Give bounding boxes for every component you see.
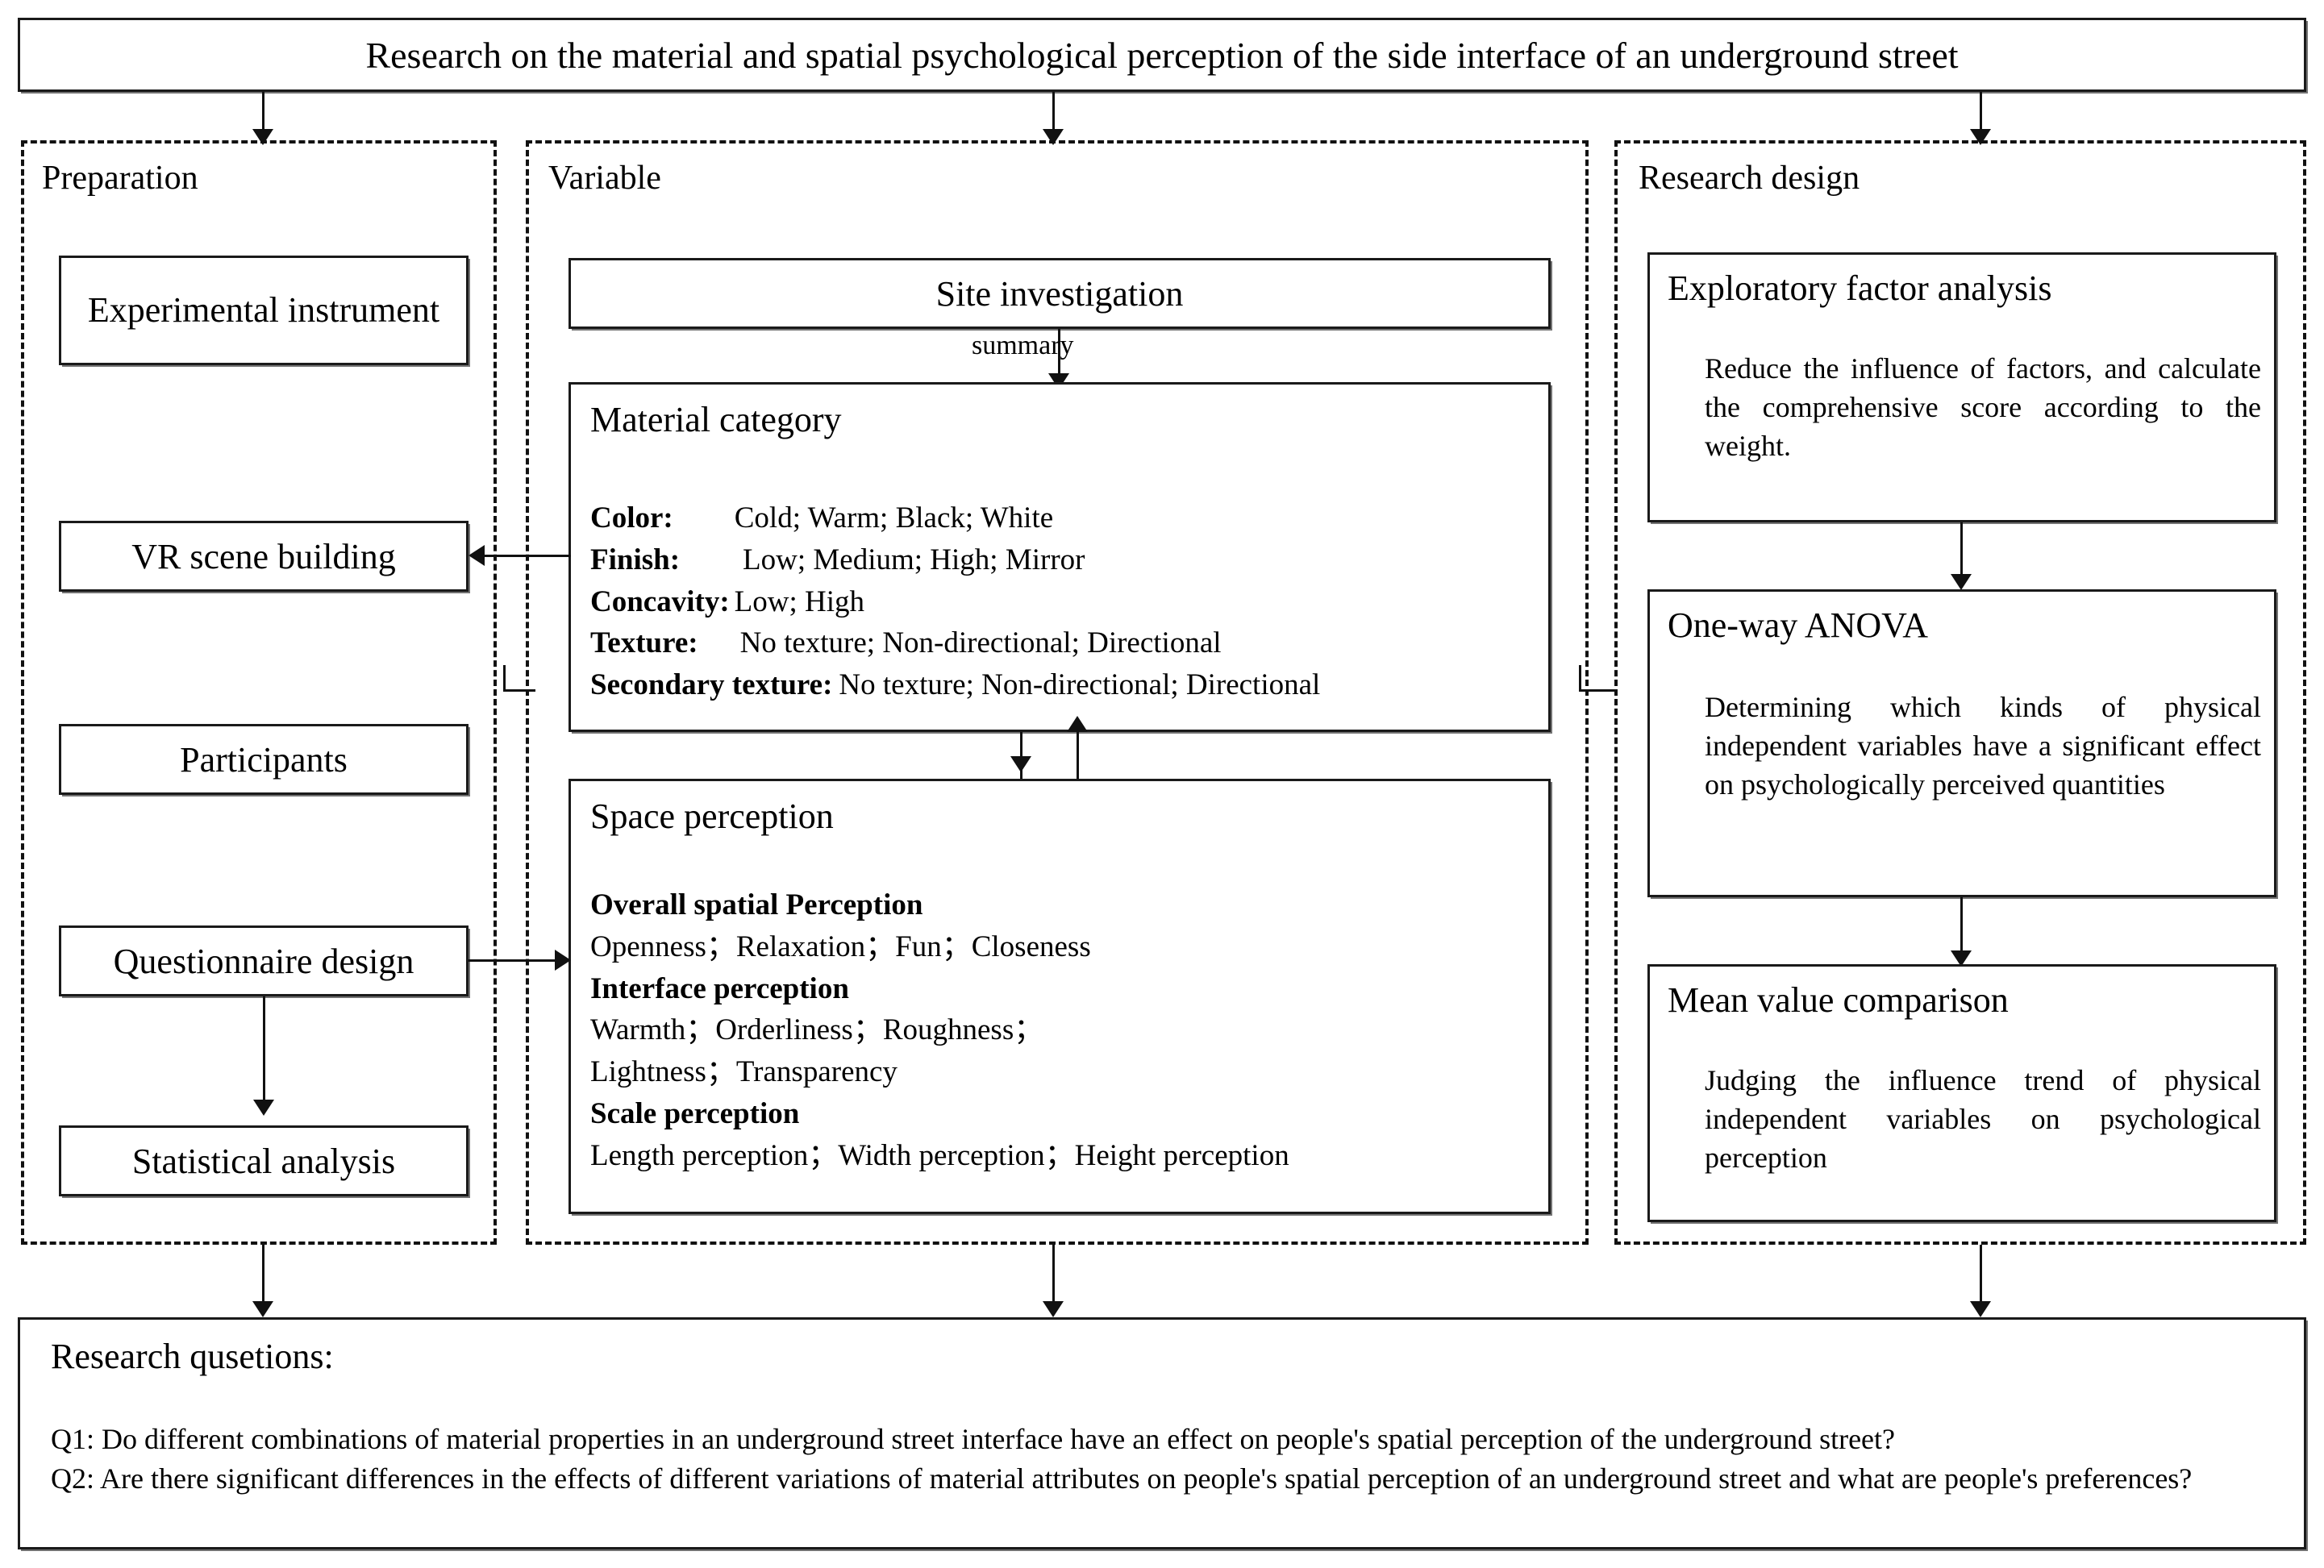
connector-questionnaire-to-space bbox=[469, 959, 557, 962]
material-category-rows: Color: Cold; Warm; Black; White Finish: Lo… bbox=[590, 497, 1320, 706]
arrowhead-material-to-vr bbox=[469, 545, 485, 566]
arrowhead-material-to-space bbox=[1010, 756, 1031, 772]
material-row-key: Secondary texture: bbox=[590, 668, 833, 702]
panel-research-design-title: Research design bbox=[1639, 160, 1860, 197]
connector-title-to-variable bbox=[1052, 92, 1055, 132]
arrowhead-space-to-material bbox=[1067, 716, 1088, 732]
material-row-key: Color: bbox=[590, 501, 673, 534]
material-row-value: Cold; Warm; Black; White bbox=[734, 501, 1054, 534]
material-row-key: Concavity: bbox=[590, 584, 730, 618]
page-title: Research on the material and spatial psy… bbox=[365, 34, 1959, 76]
box-label: VR scene building bbox=[131, 536, 396, 576]
box-statistical-analysis[interactable]: Statistical analysis bbox=[59, 1125, 469, 1196]
panel-preparation bbox=[21, 140, 497, 1245]
connector-title-to-preparation bbox=[262, 92, 264, 132]
material-category-heading: Material category bbox=[590, 400, 842, 439]
space-group-name: Scale perception bbox=[590, 1096, 800, 1130]
connector-variable-to-questions bbox=[1052, 1245, 1055, 1308]
box-vr-scene-building[interactable]: VR scene building bbox=[59, 521, 469, 592]
connector-efa-to-anova bbox=[1960, 522, 1963, 579]
question-item: Q2: Are there significant differences in… bbox=[51, 1462, 2193, 1495]
connector-material-to-vr bbox=[484, 555, 571, 557]
panel-preparation-title: Preparation bbox=[42, 160, 198, 197]
space-group-name: Overall spatial Perception bbox=[590, 888, 923, 921]
arrowhead-preparation-to-questions bbox=[252, 1301, 273, 1317]
rd-body: Reduce the influence of factors, and cal… bbox=[1705, 352, 2261, 462]
box-label: Site investigation bbox=[935, 273, 1184, 314]
space-group-name: Interface perception bbox=[590, 971, 849, 1005]
panel-bridge-right bbox=[1579, 689, 1618, 692]
box-site-investigation[interactable]: Site investigation bbox=[569, 258, 1551, 329]
panel-research-design bbox=[1614, 140, 2306, 1245]
box-experimental-instrument[interactable]: Experimental instrument bbox=[59, 256, 469, 365]
material-row-value: Low; High bbox=[734, 584, 865, 618]
connector-space-to-material bbox=[1077, 732, 1079, 793]
connector-site-to-material bbox=[1058, 329, 1060, 379]
material-row: Secondary texture:No texture; Non-direct… bbox=[590, 664, 1320, 706]
connector-anova-to-mean bbox=[1960, 897, 1963, 955]
material-row-value: Low; Medium; High; Mirror bbox=[743, 543, 1085, 576]
space-group-items: Warmth；Orderliness；Roughness；Lightness；T… bbox=[590, 1013, 1044, 1089]
space-perception-groups: Overall spatial Perception Openness；Rela… bbox=[590, 884, 1289, 1177]
box-one-way-anova[interactable]: One-way ANOVA Determining which kinds of… bbox=[1647, 589, 2276, 897]
space-perception-heading: Space perception bbox=[590, 796, 834, 836]
arrowhead-anova-to-mean bbox=[1951, 950, 1972, 967]
material-row: Color: Cold; Warm; Black; White bbox=[590, 497, 1320, 539]
arrowhead-research-design-to-questions bbox=[1970, 1301, 1991, 1317]
space-group-items: Openness；Relaxation；Fun；Closeness bbox=[590, 930, 1091, 963]
material-row: Concavity:Low; High bbox=[590, 581, 1320, 623]
arrowhead-variable-to-questions bbox=[1043, 1301, 1064, 1317]
box-label: Experimental instrument bbox=[87, 289, 440, 330]
rd-body: Judging the influence trend of physical … bbox=[1705, 1064, 2261, 1174]
rd-heading: Exploratory factor analysis bbox=[1668, 268, 2052, 308]
question-item: Q1: Do different combinations of materia… bbox=[51, 1423, 1896, 1455]
panel-variable-title: Variable bbox=[548, 160, 661, 197]
arrowhead-questionnaire-to-statistical bbox=[253, 1100, 274, 1116]
box-research-questions[interactable]: Research qusetions: Q1: Do different com… bbox=[18, 1317, 2306, 1549]
panel-bridge-left-stub bbox=[503, 665, 506, 692]
box-material-category[interactable]: Material category Color: Cold; Warm; Blac… bbox=[569, 382, 1551, 732]
questions-heading: Research qusetions: bbox=[51, 1337, 334, 1376]
box-label: Participants bbox=[180, 739, 348, 780]
arrowhead-efa-to-anova bbox=[1951, 574, 1972, 590]
material-row-key: Texture: bbox=[590, 626, 698, 660]
box-label: Questionnaire design bbox=[113, 941, 414, 981]
summary-label: summary bbox=[972, 331, 1074, 360]
rd-body: Determining which kinds of physical inde… bbox=[1705, 691, 2261, 801]
space-group-items: Length perception；Width perception；Heigh… bbox=[590, 1138, 1289, 1172]
panel-variable bbox=[526, 140, 1589, 1245]
panel-bridge-left bbox=[503, 689, 535, 692]
rd-heading: One-way ANOVA bbox=[1668, 605, 1929, 645]
material-row-value: No texture; Non-directional; Directional bbox=[839, 668, 1321, 702]
box-space-perception[interactable]: Space perception Overall spatial Percept… bbox=[569, 779, 1551, 1214]
box-participants[interactable]: Participants bbox=[59, 724, 469, 795]
material-row-value: No texture; Non-directional; Directional bbox=[739, 626, 1222, 660]
rd-heading: Mean value comparison bbox=[1668, 980, 2009, 1020]
box-label: Statistical analysis bbox=[131, 1141, 396, 1181]
connector-title-to-research-design bbox=[1980, 92, 1982, 132]
material-row: Finish: Low; Medium; High; Mirror bbox=[590, 539, 1320, 581]
box-exploratory-factor-analysis[interactable]: Exploratory factor analysis Reduce the i… bbox=[1647, 252, 2276, 522]
box-questionnaire-design[interactable]: Questionnaire design bbox=[59, 925, 469, 996]
connector-research-design-to-questions bbox=[1980, 1245, 1982, 1308]
box-mean-value-comparison[interactable]: Mean value comparison Judging the influe… bbox=[1647, 964, 2276, 1222]
material-row-key: Finish: bbox=[590, 543, 681, 576]
connector-questionnaire-to-statistical bbox=[263, 996, 265, 1103]
connector-preparation-to-questions bbox=[262, 1245, 264, 1308]
arrowhead-questionnaire-to-space bbox=[555, 950, 571, 971]
panel-bridge-right-stub bbox=[1579, 665, 1581, 692]
title-box: Research on the material and spatial psy… bbox=[18, 18, 2306, 92]
material-row: Texture: No texture; Non-directional; Dir… bbox=[590, 622, 1320, 664]
